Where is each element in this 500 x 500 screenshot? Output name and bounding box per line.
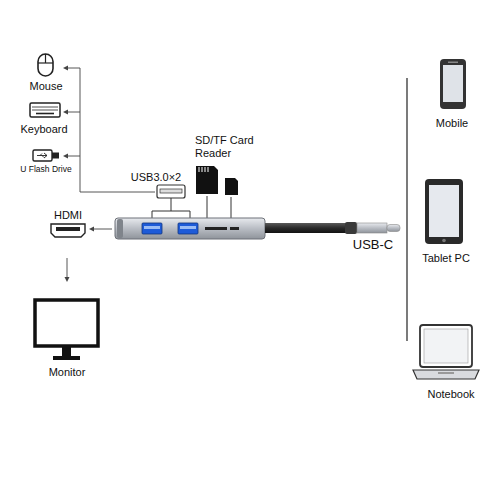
separator-line bbox=[406, 78, 407, 341]
device-label: Keyboard bbox=[20, 123, 67, 136]
connector-label: USB-C bbox=[353, 238, 393, 253]
hdmi-arrowheads bbox=[65, 227, 95, 283]
keyboard-icon bbox=[30, 103, 60, 117]
monitor-icon bbox=[35, 300, 98, 360]
device-label: Mouse bbox=[29, 80, 62, 93]
device-label: Monitor bbox=[49, 366, 86, 379]
tf-card-icon bbox=[225, 178, 238, 195]
device-label: Mobile bbox=[436, 117, 468, 130]
hdmi-icon bbox=[51, 224, 85, 237]
port-label: USB3.0×2 bbox=[131, 171, 181, 184]
port-label: HDMI bbox=[54, 209, 82, 222]
port-label: SD/TF Card Reader bbox=[195, 134, 267, 159]
device-label: Notebook bbox=[427, 388, 474, 401]
device-label: Tablet PC bbox=[422, 252, 470, 265]
arrowheads bbox=[63, 66, 68, 159]
hdmi-leaders bbox=[67, 229, 112, 277]
tablet-icon bbox=[425, 179, 463, 244]
usb-c-cable bbox=[265, 222, 400, 234]
hub-body bbox=[115, 218, 265, 239]
mouse-icon bbox=[38, 54, 53, 76]
sd-card-icon bbox=[196, 166, 218, 194]
flash-drive-icon bbox=[33, 150, 59, 161]
mobile-icon bbox=[440, 59, 466, 109]
notebook-icon bbox=[413, 325, 479, 379]
device-label: U Flash Drive bbox=[20, 165, 71, 175]
usb-port-icon bbox=[157, 185, 185, 198]
